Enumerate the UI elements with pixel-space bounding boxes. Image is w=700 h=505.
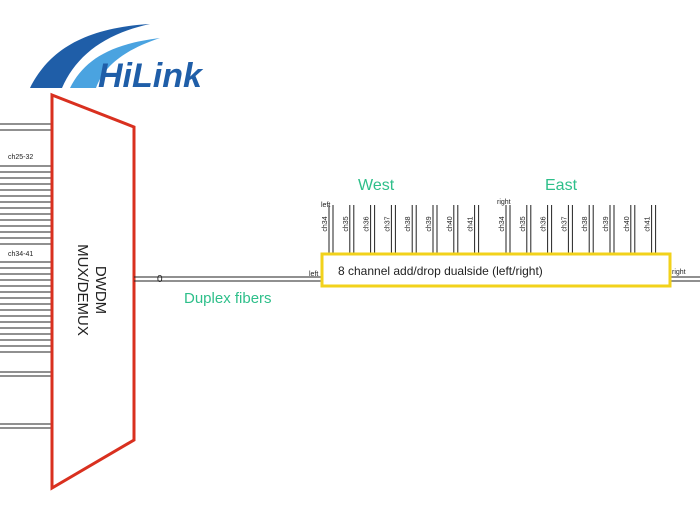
mux-label-group: DWDM MUX/DEMUX <box>74 244 109 336</box>
hilink-logo: HiLink <box>30 24 204 95</box>
east-title: East <box>545 177 578 194</box>
mux-demux-block <box>50 92 136 491</box>
mux-channel-lines <box>0 123 54 429</box>
mux-label-line1: DWDM <box>92 266 109 314</box>
west-channel-label: ch35 <box>343 216 350 231</box>
left-port-label: left <box>309 271 318 278</box>
west-channel-label: ch34 <box>322 216 329 231</box>
right-port-label: right <box>672 269 686 276</box>
duplex-fibers-label: Duplex fibers <box>184 290 272 307</box>
fiber-marker: 0 <box>157 274 163 285</box>
east-channel-label: ch40 <box>624 216 631 231</box>
east-channel-label: ch41 <box>645 216 652 231</box>
west-side-label: left <box>321 202 330 209</box>
east-channel-label: ch39 <box>603 216 610 231</box>
add-drop-module-box <box>320 252 672 288</box>
add-drop-channel-labels: ch34 ch35 ch36 ch37 ch38 ch39 ch40 ch41 ch34 ch35… <box>322 216 652 231</box>
east-channel-label: ch37 <box>561 216 568 231</box>
west-channel-label: ch36 <box>364 216 371 231</box>
mux-group-label-1: ch25-32 <box>8 154 33 161</box>
add-drop-channel-lines <box>328 205 657 254</box>
logo-swoosh <box>30 24 150 88</box>
west-title: West <box>358 177 395 194</box>
east-side-label: right <box>497 199 511 206</box>
west-channel-label: ch37 <box>384 216 391 231</box>
east-channel-label: ch36 <box>541 216 548 231</box>
west-channel-label: ch41 <box>468 216 475 231</box>
west-channel-label: ch38 <box>405 216 412 231</box>
mux-group-label-2: ch34-41 <box>8 251 33 258</box>
east-channel-label: ch34 <box>499 216 506 231</box>
add-drop-module-label: 8 channel add/drop dualside (left/right) <box>338 264 543 278</box>
east-channel-label: ch35 <box>520 216 527 231</box>
logo-swoosh-accent <box>70 38 160 88</box>
west-channel-label: ch39 <box>426 216 433 231</box>
mux-label-line2: MUX/DEMUX <box>74 244 91 336</box>
west-channel-label: ch40 <box>447 216 454 231</box>
logo-text: HiLink <box>98 57 204 95</box>
east-channel-label: ch38 <box>582 216 589 231</box>
